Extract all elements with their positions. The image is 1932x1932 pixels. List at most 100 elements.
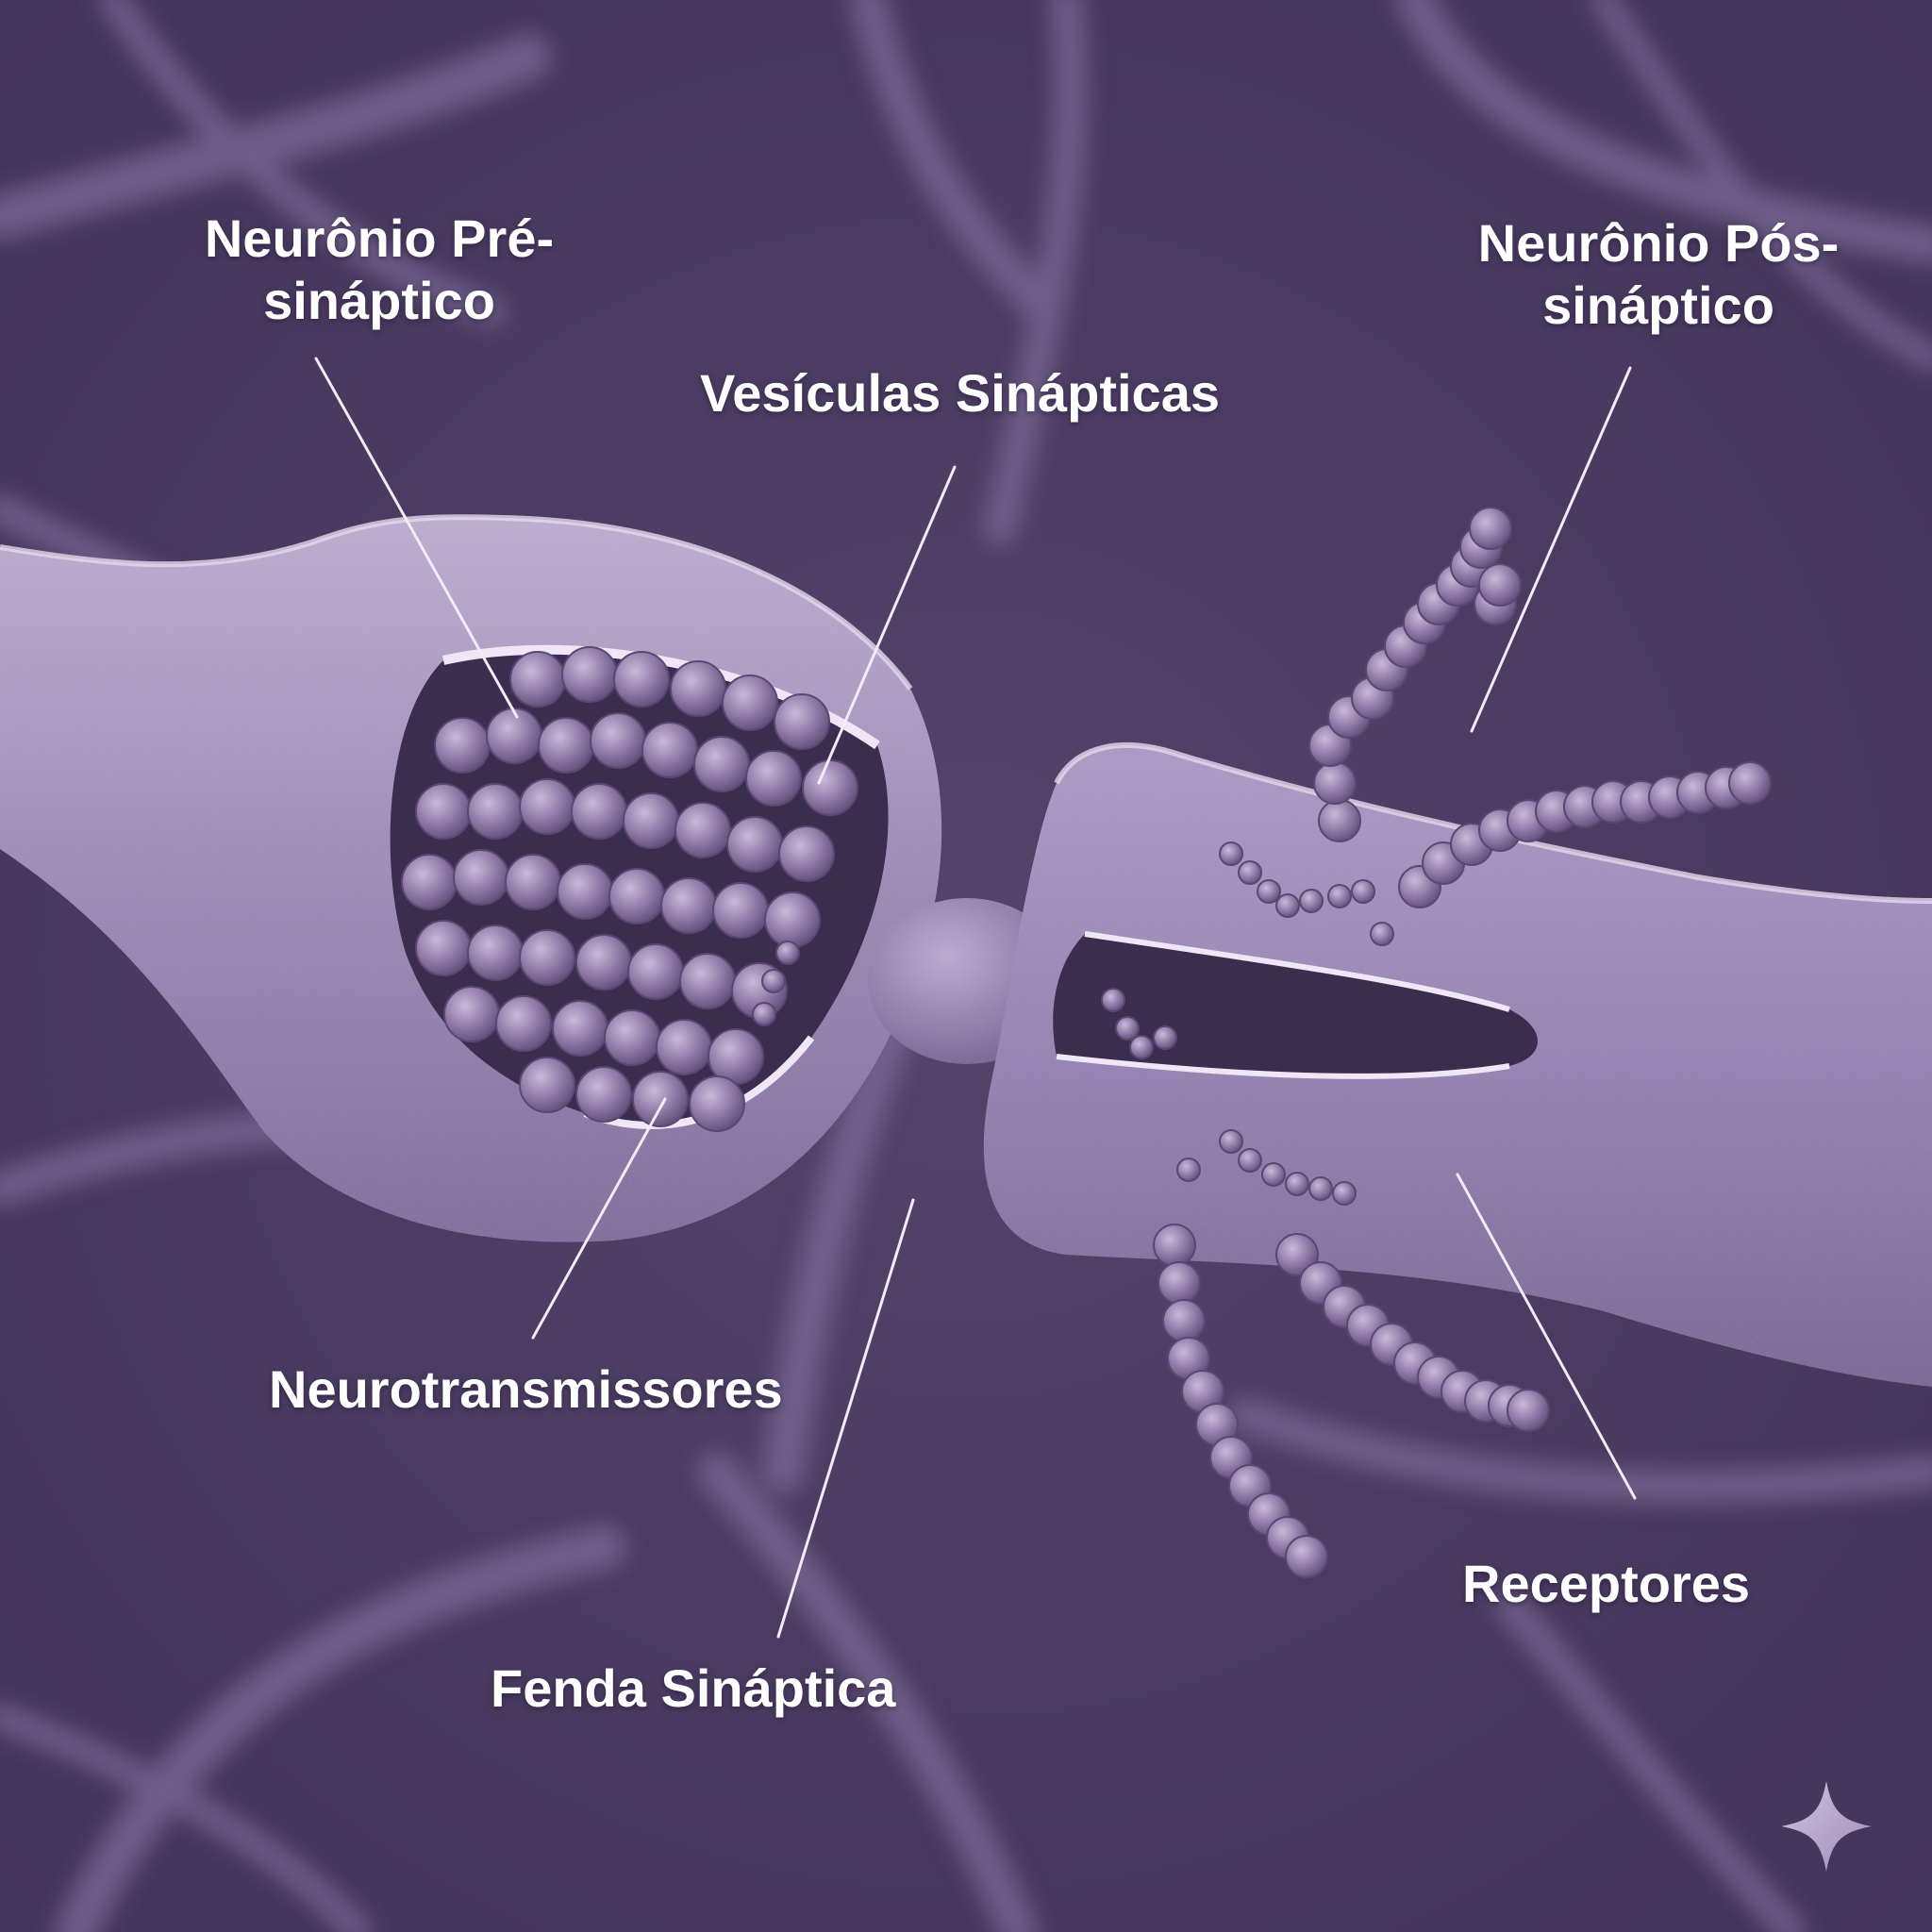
receptor-bead — [1478, 563, 1522, 607]
vesicle — [774, 693, 830, 750]
vesicle — [604, 1009, 660, 1066]
label-post-neuron-line-2: sináptico — [1542, 275, 1774, 335]
neurotransmitter-particle — [1101, 988, 1125, 1012]
neurotransmitter-particle — [1275, 893, 1300, 918]
vesicle — [689, 1075, 745, 1132]
neurotransmitter-particle — [1332, 1181, 1357, 1206]
neurotransmitter-particles — [752, 841, 1394, 1206]
vesicle — [467, 924, 524, 981]
neurotransmitter-particle — [1308, 1176, 1333, 1201]
receptor-bead — [1313, 761, 1357, 805]
neurotransmitter-particle — [761, 969, 786, 993]
leader-line-post-neuron — [1470, 366, 1632, 733]
vesicle — [495, 995, 552, 1052]
vesicle — [467, 783, 524, 840]
synaptic-vesicles — [401, 646, 858, 1132]
label-vesicles: Vesículas Sinápticas — [700, 363, 1220, 423]
label-receptors: Receptores — [1462, 1554, 1751, 1613]
vesicle — [745, 750, 802, 807]
label-post-neuron: Neurônio Pós- sináptico — [1441, 212, 1875, 337]
receptor-bead — [1507, 1389, 1550, 1432]
vesicle — [675, 802, 731, 858]
neurotransmitter-particle — [1299, 889, 1324, 913]
vesicle — [401, 854, 458, 910]
vesicle — [519, 1057, 575, 1113]
leader-line-pre-neuron — [314, 357, 519, 719]
vesicle — [505, 854, 561, 910]
neurotransmitter-particle — [1370, 922, 1394, 946]
neurotransmitter-particle — [1238, 1148, 1262, 1173]
postsynaptic-neuron — [983, 742, 1932, 1387]
vesicle — [453, 849, 509, 906]
leader-line-cleft — [776, 1198, 915, 1639]
neurotransmitter-particle — [1219, 841, 1243, 866]
vesicle — [561, 646, 618, 703]
neurotransmitter-particle — [1115, 1016, 1140, 1041]
vesicle — [627, 943, 684, 1000]
vesicle — [712, 882, 769, 939]
vesicle — [722, 675, 778, 731]
neurotransmitter-particle — [1129, 1035, 1154, 1059]
receptor-bead — [1275, 1233, 1319, 1276]
leader-line-vesicles — [817, 465, 957, 785]
vesicle — [623, 792, 679, 849]
label-pre-neuron-line-1: Neurônio Pré- — [204, 208, 555, 268]
neurotransmitter-particle — [775, 941, 800, 965]
receptor-bead — [1469, 507, 1512, 550]
receptor-bead — [1158, 1261, 1201, 1305]
vesicle — [538, 717, 594, 774]
vesicle — [632, 1071, 689, 1127]
neurotransmitter-particle — [1219, 1129, 1243, 1154]
vesicle — [571, 783, 627, 840]
label-cleft: Fenda Sináptica — [491, 1658, 896, 1718]
vesicle — [443, 986, 500, 1042]
leader-line-neurotransmitters — [531, 1097, 667, 1340]
vesicle — [656, 1019, 712, 1075]
vesicle — [670, 660, 726, 717]
neurotransmitter-particle — [1351, 879, 1375, 904]
vesicle — [613, 651, 670, 708]
neurotransmitter-particle — [1153, 1025, 1177, 1050]
neurotransmitter-particle — [1327, 884, 1352, 908]
label-pre-neuron-line-2: sináptico — [263, 271, 495, 330]
vesicle — [764, 891, 821, 948]
receptor-bead — [1318, 799, 1361, 842]
vesicle — [575, 1066, 632, 1123]
vesicle — [519, 778, 575, 835]
label-neurotransmitters: Neurotransmissores — [269, 1359, 783, 1419]
neurotransmitter-particle — [752, 1002, 776, 1026]
receptor-bead — [1162, 1299, 1206, 1342]
vesicle — [726, 816, 783, 873]
receptor-bead — [1728, 761, 1772, 805]
leader-lines — [314, 357, 1637, 1639]
label-pre-neuron: Neurônio Pré- sináptico — [172, 208, 587, 332]
label-post-neuron-line-1: Neurônio Pós- — [1477, 213, 1840, 273]
receptor-bead — [1153, 1224, 1196, 1267]
vesicle — [778, 825, 835, 882]
receptor-bead — [1285, 1535, 1328, 1578]
neurotransmitter-particle — [1257, 879, 1281, 904]
vesicle — [679, 953, 736, 1009]
vesicle — [590, 712, 646, 769]
leader-line-receptors — [1456, 1173, 1637, 1500]
sparkle-icon — [1781, 1781, 1872, 1872]
vesicle — [519, 929, 575, 986]
vesicle — [557, 863, 613, 920]
vesicle — [415, 920, 472, 976]
vesicle — [509, 651, 566, 708]
neurotransmitter-particle — [1261, 1162, 1286, 1187]
vesicle — [575, 934, 632, 991]
vesicle — [802, 759, 858, 816]
vesicle — [660, 877, 717, 934]
vesicle — [693, 736, 750, 792]
vesicle — [415, 783, 472, 840]
neurotransmitter-particle — [1176, 1158, 1201, 1182]
receptors — [1153, 507, 1772, 1578]
neurotransmitter-particle — [1238, 860, 1262, 885]
vesicle — [434, 717, 491, 774]
vesicle — [641, 722, 698, 778]
neurotransmitter-particle — [1285, 1172, 1309, 1196]
